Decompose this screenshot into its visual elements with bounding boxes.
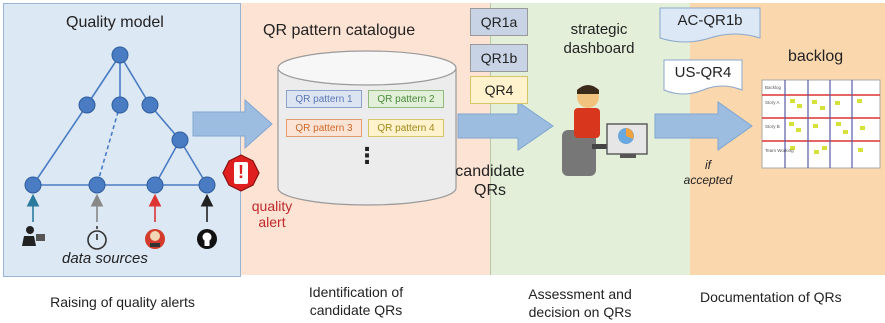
stopwatch-icon [87, 226, 107, 250]
tree-node [111, 96, 129, 114]
if-accepted-line: if [705, 158, 711, 172]
document-shape [659, 7, 761, 43]
flow-arrow-2 [457, 101, 554, 151]
tree-node [78, 96, 96, 114]
qr-pattern-box: QR pattern 4 [368, 119, 444, 137]
backlog-title: backlog [788, 48, 844, 65]
person-laptop-icon [22, 226, 45, 246]
alert-label-line: alert [258, 214, 286, 230]
flow-arrow-1 [192, 98, 273, 150]
caption-line: Raising of quality alerts [50, 294, 195, 310]
alert-icon [222, 154, 260, 192]
caption-line: Documentation of QRs [700, 289, 842, 305]
tree-edge [154, 139, 181, 186]
if-accepted-label: if accepted [678, 158, 738, 188]
candidate-qrs-label: candidate QRs [455, 162, 525, 200]
dashboard-title-text: strategic dashboard [563, 21, 635, 57]
caption-line: candidate QRs [309, 302, 403, 318]
tree-node [141, 96, 159, 114]
flow-arrow-3 [654, 101, 753, 151]
qr-pattern-box: QR pattern 2 [368, 90, 444, 108]
backlog-row-label: Story A [765, 100, 780, 105]
candidate-qr-box: QR1a [470, 8, 528, 36]
qr-pattern-box: QR pattern 1 [286, 90, 362, 108]
tree-edge [179, 139, 208, 186]
tree-node [171, 131, 189, 149]
candidate-qr-box: QR4 [470, 76, 528, 104]
alert-symbol: ! [238, 162, 244, 182]
tree-edge [32, 104, 88, 186]
if-accepted-line: accepted [683, 173, 733, 187]
caption-line: Assessment and [528, 286, 632, 302]
backlog-board [761, 79, 881, 169]
tree-node [198, 176, 216, 194]
quality-model-nodes [24, 46, 216, 194]
dashboard-title: strategic dashboard [557, 20, 641, 58]
caption-line: decision on QRs [528, 304, 632, 320]
tree-node [24, 176, 42, 194]
backlog-row-label: Backlog [765, 85, 782, 90]
data-sources-label: data sources [62, 250, 148, 267]
quality-alert-label: quality alert [240, 198, 304, 230]
document-label: US-QR4 [674, 64, 732, 81]
github-icon [197, 229, 217, 249]
document-label: AC-QR1b [677, 12, 743, 29]
tree-edge [119, 54, 151, 106]
quality-model-title: Quality model [66, 14, 164, 31]
tree-node [111, 46, 129, 64]
caption-line: Identification of [308, 284, 404, 300]
document-shape [663, 59, 743, 95]
alert-label-line: quality [251, 198, 293, 214]
stage-caption-assessment: Assessment and decision on QRs [500, 285, 660, 321]
stage-caption-identification: Identification of candidate QRs [276, 283, 436, 319]
tree-node [146, 176, 164, 194]
tree-edge [96, 104, 121, 186]
candidate-qr-box: QR1b [470, 44, 528, 72]
tree-edge [86, 54, 121, 106]
stage-caption-raising: Raising of quality alerts [10, 293, 235, 311]
candidate-label-line: QRs [474, 182, 506, 199]
candidate-label-line: candidate [455, 163, 525, 180]
backlog-row-label: Story B [765, 124, 780, 129]
tree-node [88, 176, 106, 194]
backlog-row-label: Team Working [765, 148, 794, 153]
stage-caption-documentation: Documentation of QRs [700, 288, 880, 306]
jenkins-icon [145, 229, 165, 249]
catalogue-title: QR pattern catalogue [263, 22, 416, 39]
quality-model-tree [32, 54, 208, 186]
person-at-computer-icon [562, 85, 648, 176]
catalogue-more-indicator: ⋮ [356, 143, 378, 168]
qr-pattern-box: QR pattern 3 [286, 119, 362, 137]
